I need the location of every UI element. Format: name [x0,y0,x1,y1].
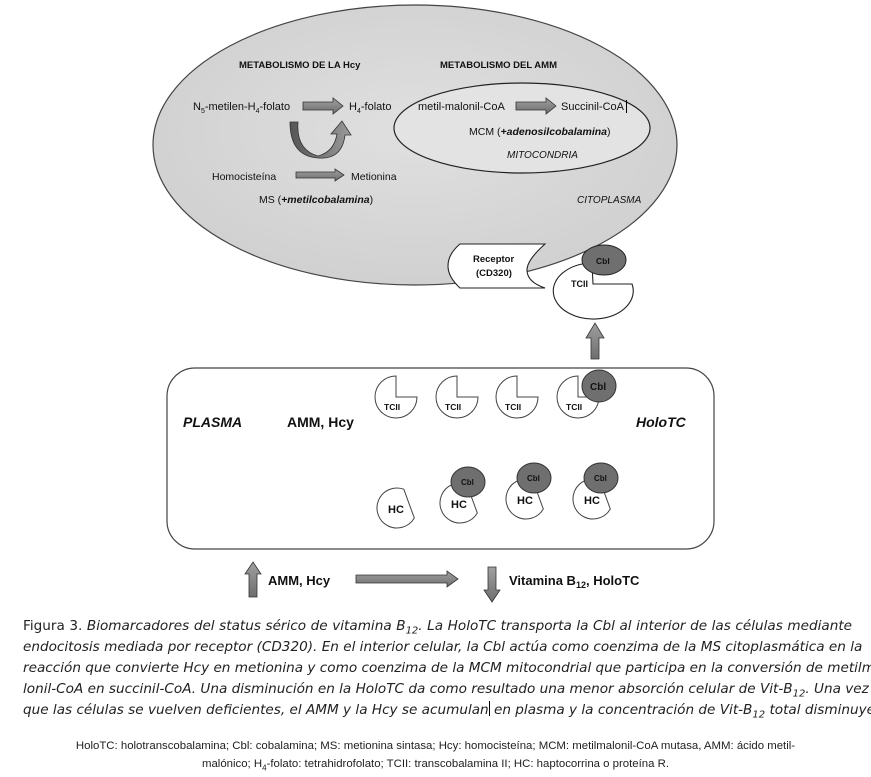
methylmalonyl-conversion-arrow [515,97,557,115]
caption-subscript: 12 [792,688,806,700]
cbl-ligand [516,462,552,494]
tcii-label: TCII [566,402,582,412]
cbl-label: Cbl [527,474,540,483]
hc-label: HC [388,504,404,516]
caption-text: que las células se vuelven deficientes, … [23,702,489,718]
cbl-ligand [581,369,617,403]
tcii-protein: TCII [495,375,539,419]
caption-text: endocitosis mediada por receptor (CD320)… [23,639,863,655]
legend-text: malónico; H [201,758,263,770]
legend-text: -folato: tetrahidrofolato; TCII: transco… [266,758,670,770]
figure-caption: Figura 3. Biomarcadores del status séric… [23,616,871,721]
caption-text: lonil-CoA en succinil-CoA. Una disminuci… [23,681,793,697]
increase-label: AMM, Hcy [268,573,331,588]
legend-line-1: HoloTC: holotranscobalamina; Cbl: cobala… [75,740,796,752]
receptor-label-line2: (CD320) [476,268,512,279]
receptor-label-line1: Receptor [473,254,514,265]
mitochondria-label: MITOCONDRIA [507,150,578,161]
h4-folate-label: H4-folato [349,101,391,115]
legend-line-2: malónico; H4-folato: tetrahidrofolato; T… [20,755,851,773]
biomarker-diagram: METABOLISMO DE LA Hcy METABOLISMO DEL AM… [152,4,715,603]
abbreviation-legend: HoloTC: holotranscobalamina; Cbl: cobala… [20,737,851,773]
cbl-label: Cbl [594,474,607,483]
n5-methylene-folate-label: N5-metilen-H4-folato [193,101,290,115]
uptake-arrow-up [585,322,605,360]
holotc-label: HoloTC [636,414,687,430]
methionine-synthesis-arrow [295,168,345,182]
consequence-arrow [355,570,459,588]
caption-text: reacción que convierte Hcy en metionina … [23,660,871,676]
succinyl-coa-label: Succinil-CoA [561,101,625,113]
tcii-label: TCII [384,402,400,412]
mcm-enzyme-label: MCM (+adenosilcobalamina) [469,126,611,138]
caption-subscript: 12 [405,625,419,637]
cbl-label: Cbl [590,382,606,393]
cbl-ligand [450,466,486,498]
folate-conversion-arrow [302,97,344,115]
plasma-label: PLASMA [183,414,242,430]
decrease-label: Vitamina B12, HoloTC [509,573,640,590]
decrease-arrow [483,566,501,603]
caption-text: en plasma y la concentración de Vit-B [489,702,753,718]
hcy-metabolism-title: METABOLISMO DE LA Hcy [239,60,361,71]
amm-metabolism-title: METABOLISMO DEL AMM [440,60,557,71]
legend-subscript: 4 [262,763,267,773]
cycle-u-arrow [289,120,352,159]
mitochondria-region [393,82,651,174]
increase-arrow [244,561,262,598]
plasma-metabolites-label: AMM, Hcy [287,414,354,430]
caption-text: total disminuye [765,702,871,718]
tcii-protein: TCII [435,375,479,419]
caption-text: . Una vez [805,681,869,697]
receptor-cd320: Receptor (CD320) [447,243,547,289]
cbl-ligand [583,462,619,494]
hc-label: HC [451,499,467,511]
caption-subscript: 12 [752,709,766,721]
tcii-label: TCII [445,402,461,412]
cbl-label: Cbl [461,478,474,487]
hc-protein: HC [376,487,415,529]
text-cursor [626,100,627,113]
hc-label: HC [584,495,600,507]
holotc-at-receptor: Cbl TCII [552,244,634,320]
tcii-label: TCII [571,279,588,289]
methionine-label: Metionina [351,171,397,183]
text-cursor [488,701,490,716]
homocysteine-label: Homocisteína [212,171,276,183]
hc-label: HC [517,495,533,507]
methylmalonyl-coa-label: metil-malonil-CoA [418,101,505,113]
cbl-ligand [581,244,627,276]
ms-enzyme-label: MS (+metilcobalamina) [259,194,373,206]
caption-label: Figura 3. [23,618,83,634]
caption-text: . La HoloTC transporta la Cbl al interio… [418,618,853,634]
tcii-label: TCII [505,402,521,412]
tcii-protein: TCII [374,375,418,419]
cbl-label: Cbl [596,256,610,266]
caption-text: Biomarcadores del status sérico de vitam… [86,618,406,634]
cytoplasm-label: CITOPLASMA [577,195,642,206]
